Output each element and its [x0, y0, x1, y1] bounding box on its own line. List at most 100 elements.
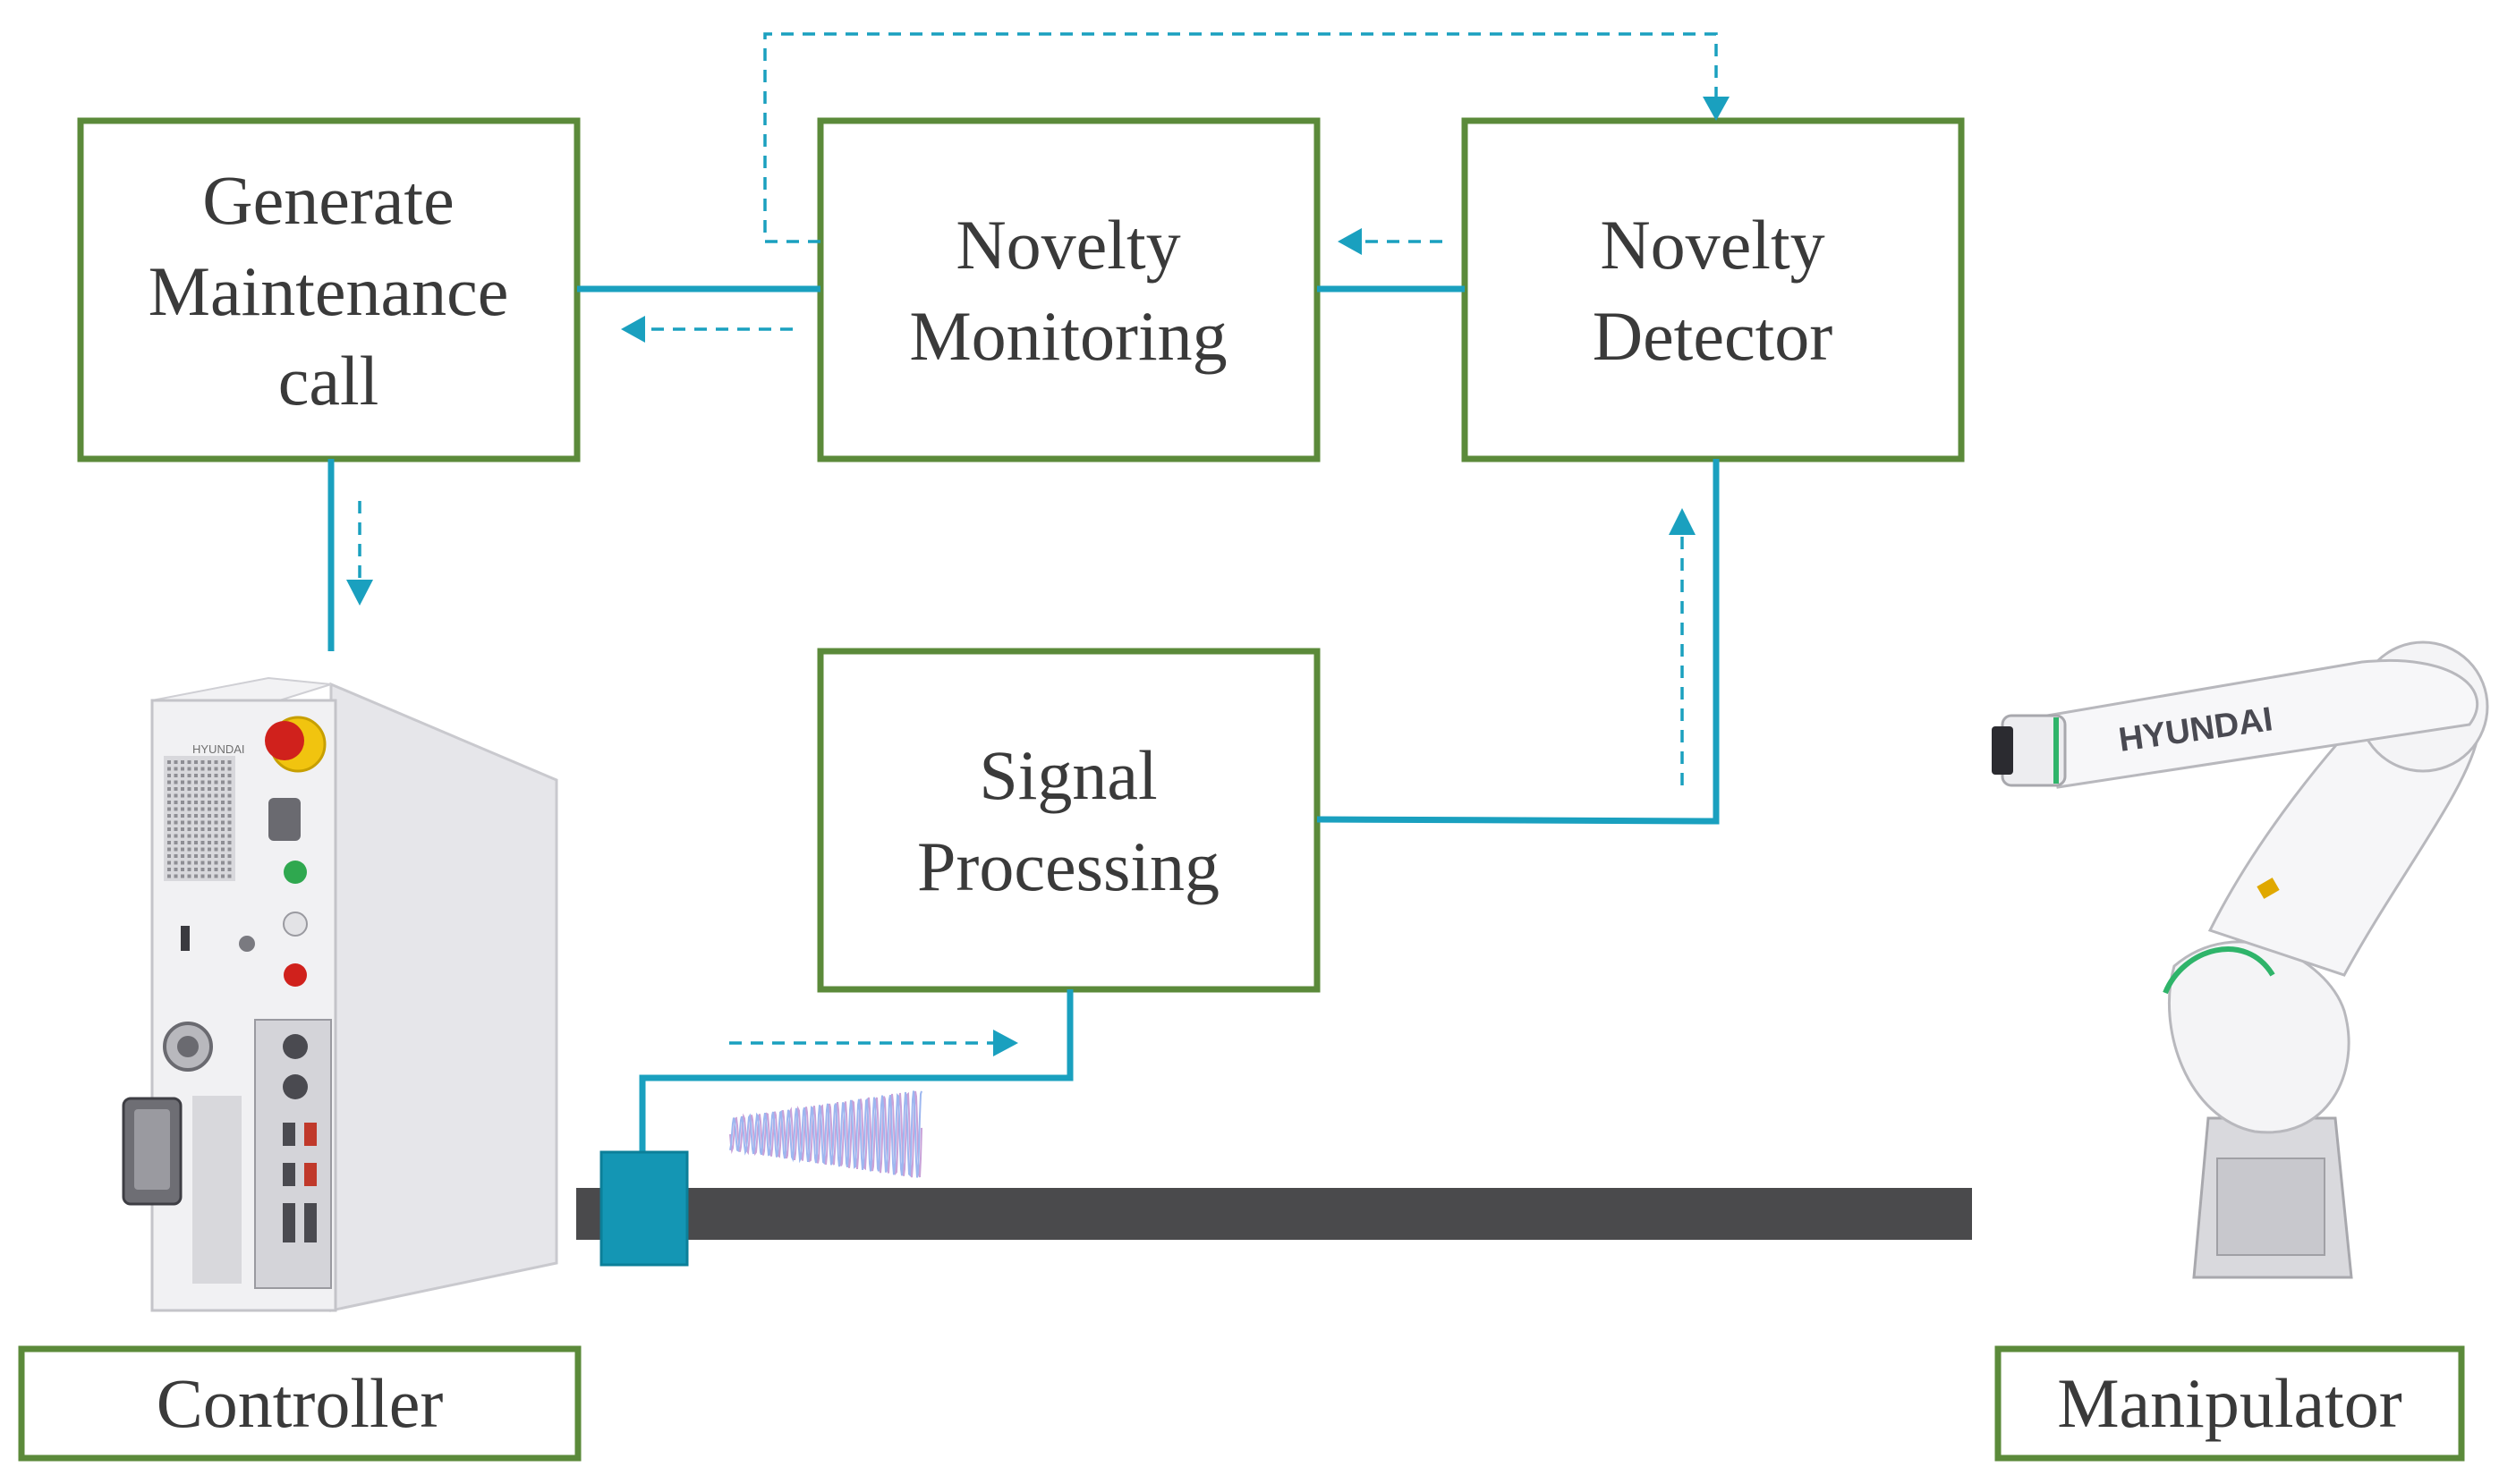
vent-hole [174, 820, 178, 825]
red-button-icon [284, 963, 307, 987]
vent-hole [194, 814, 198, 818]
vent-hole [221, 774, 225, 777]
vent-hole [214, 774, 218, 777]
arrow-head-detector-top [1703, 97, 1730, 121]
vent-hole [208, 787, 211, 791]
generate-maintenance-line-3: call [278, 342, 379, 420]
key-switch-icon [268, 798, 301, 841]
vent-hole [227, 861, 232, 865]
vent-hole [167, 760, 171, 764]
controller-label-box: Controller [18, 1345, 582, 1462]
vent-hole [167, 841, 171, 844]
vent-hole [227, 774, 232, 777]
vent-hole [194, 780, 198, 784]
vent-hole [181, 787, 184, 791]
vent-hole [200, 827, 205, 831]
vent-hole [208, 854, 211, 858]
vent-hole [187, 868, 191, 871]
vent-hole [214, 801, 218, 804]
vent-hole [221, 807, 225, 811]
manipulator-label: Manipulator [2057, 1364, 2402, 1442]
vent-hole [221, 780, 225, 784]
vent-hole [174, 834, 178, 838]
vent-hole [167, 807, 171, 811]
vent-hole [194, 787, 198, 791]
vent-hole [208, 868, 211, 871]
vent-hole [167, 774, 171, 777]
vent-hole [167, 780, 171, 784]
vent-hole [227, 841, 232, 844]
arrow-head-maintenance-right [621, 316, 645, 343]
vent-hole [227, 801, 232, 804]
novelty-monitoring-line-1: Novelty [956, 206, 1180, 284]
vent-hole [167, 847, 171, 852]
vent-hole [174, 874, 178, 878]
vent-hole [167, 814, 171, 818]
vent-hole [167, 874, 171, 878]
vent-hole [174, 861, 178, 865]
vent-hole [208, 834, 211, 838]
vent-hole [208, 841, 211, 844]
vent-hole [221, 760, 225, 764]
vent-hole [214, 807, 218, 811]
vent-hole [194, 868, 198, 871]
vent-hole [227, 827, 232, 831]
vent-hole [200, 787, 205, 791]
vent-hole [227, 793, 232, 798]
vent-hole [221, 801, 225, 804]
vent-hole [194, 861, 198, 865]
vent-hole [181, 841, 184, 844]
vent-hole [181, 861, 184, 865]
vent-hole [187, 807, 191, 811]
vent-hole [174, 814, 178, 818]
controller-cabinet-image: HYUNDAI [122, 676, 558, 1312]
emergency-stop-icon [265, 721, 304, 760]
vent-hole [208, 780, 211, 784]
vent-hole [200, 841, 205, 844]
vent-hole [194, 834, 198, 838]
vent-hole [214, 868, 218, 871]
vent-hole [187, 834, 191, 838]
vent-hole [181, 847, 184, 852]
vent-hole [194, 760, 198, 764]
tool-flange-icon [1992, 726, 2013, 775]
vent-hole [214, 787, 218, 791]
vent-hole [227, 868, 232, 871]
vent-hole [208, 793, 211, 798]
generate-maintenance-line-1: Generate [202, 161, 454, 239]
signal-processing-line-1: Signal [979, 736, 1157, 814]
vent-hole [221, 827, 225, 831]
vent-hole [200, 847, 205, 852]
arrow-head-detector-bottom [1669, 508, 1696, 535]
vent-hole [167, 801, 171, 804]
vent-hole [200, 807, 205, 811]
vent-hole [208, 847, 211, 852]
vent-hole [187, 874, 191, 878]
vent-hole [187, 793, 191, 798]
signal-processing-box: Signal Processing [817, 648, 1321, 993]
vent-hole [187, 861, 191, 865]
manipulator-robot-image: HYUNDAI [1992, 640, 2489, 1279]
vent-hole [208, 760, 211, 764]
vent-hole [187, 774, 191, 777]
vent-hole [167, 787, 171, 791]
vent-hole [227, 814, 232, 818]
vent-hole [208, 874, 211, 878]
vent-hole [174, 787, 178, 791]
vent-hole [200, 793, 205, 798]
vent-hole [227, 767, 232, 771]
vent-hole [187, 854, 191, 858]
vent-hole [227, 780, 232, 784]
vent-hole [187, 820, 191, 825]
vent-hole [214, 793, 218, 798]
vent-hole [221, 793, 225, 798]
novelty-monitoring-box: Novelty Monitoring [817, 117, 1321, 462]
vent-hole [181, 807, 184, 811]
vent-hole [174, 841, 178, 844]
vent-hole [214, 841, 218, 844]
vibration-sensor [599, 1150, 689, 1267]
manipulator-label-box: Manipulator [1994, 1345, 2465, 1462]
arrow-head-signal-input [993, 1030, 1018, 1056]
vent-hole [194, 841, 198, 844]
vent-hole [227, 834, 232, 838]
